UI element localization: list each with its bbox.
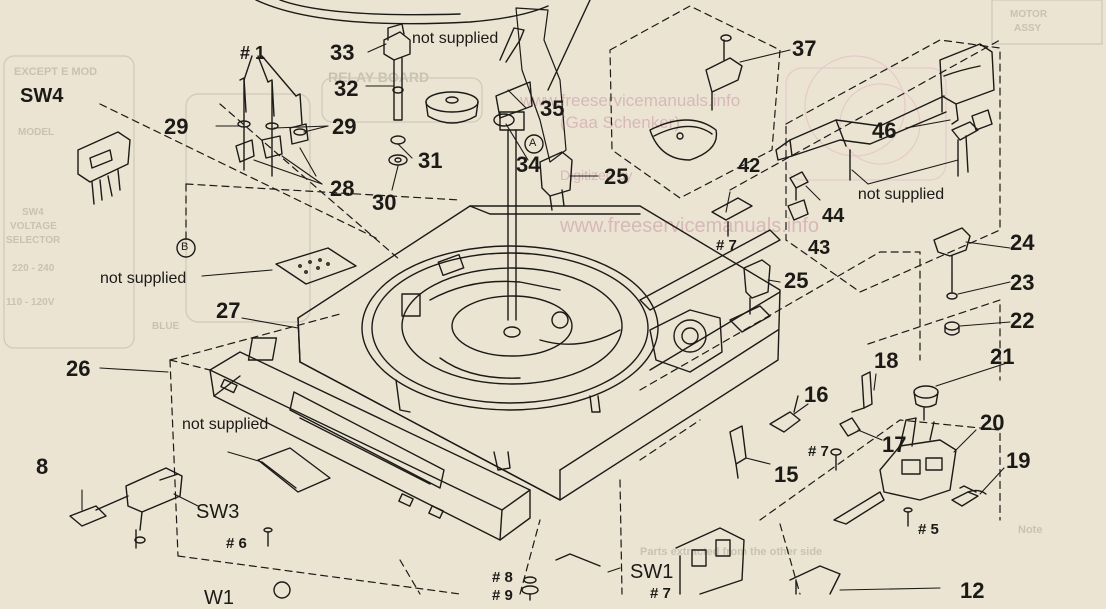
label-19: 19 (1006, 448, 1031, 473)
line-drawing (3, 0, 1103, 601)
label-27: 27 (216, 298, 241, 323)
part-12 (273, 565, 841, 599)
label-37: 37 (792, 36, 817, 61)
label-circle-b: B (181, 241, 189, 253)
ghost-model: MODEL (18, 127, 55, 138)
label-12: 12 (960, 578, 985, 603)
knob-21 (913, 385, 939, 421)
label-hash-6: # 6 (226, 535, 247, 552)
plate-not-supplied (275, 247, 357, 285)
circle-marker-a (524, 134, 544, 154)
watermark-mid: (Gaa Schenker) (560, 113, 680, 132)
label-30: 30 (372, 190, 397, 215)
label-w1: W1 (204, 587, 234, 609)
label-hash-7-a: # 7 (716, 237, 737, 254)
small-screws-5-7 (830, 448, 913, 527)
ghost-except: EXCEPT E MOD (14, 66, 98, 78)
watermark-top: www.freeservicemanuals.info (520, 91, 741, 110)
screw-6 (263, 527, 273, 547)
ghost-sw4: SW4 (22, 207, 44, 218)
label-sw1: SW1 (630, 561, 674, 583)
ghost-panels (3, 0, 1103, 349)
label-22: 22 (1010, 308, 1035, 333)
ghost-relay: RELAY BOARD (328, 69, 430, 85)
front-window-piece (257, 447, 331, 493)
label-25-upper: 25 (604, 164, 629, 189)
label-hash-5: # 5 (918, 521, 939, 538)
sw3-switch (69, 467, 183, 549)
label-21: 21 (990, 344, 1015, 369)
latch-25-lower (743, 259, 771, 315)
sw4-switch (77, 131, 131, 205)
ghost-motor: MOTOR (1010, 9, 1048, 20)
label-31: 31 (418, 148, 443, 173)
weight-disc (425, 91, 479, 124)
ghost-110: 110 - 120V (6, 297, 55, 308)
label-not-supplied-front: not supplied (182, 416, 269, 433)
label-circle-a: A (529, 137, 537, 149)
stack-22-24 (933, 227, 971, 336)
label-not-supplied-right: not supplied (857, 186, 945, 203)
label-hash-7-c: # 7 (650, 585, 671, 602)
label-42: 42 (738, 155, 761, 177)
label-26: 26 (66, 356, 91, 381)
label-29-right: 29 (332, 114, 357, 139)
label-32: 32 (334, 76, 359, 101)
label-sw4: SW4 (20, 85, 64, 107)
label-sw3: SW3 (196, 501, 240, 523)
ghost-blue: BLUE (152, 321, 180, 332)
watermark-mid2: Digitized by (560, 167, 633, 183)
label-28: 28 (330, 176, 355, 201)
label-23: 23 (1010, 270, 1035, 295)
washer-8-9 (521, 576, 539, 601)
label-35: 35 (540, 96, 565, 121)
levers-15-18 (729, 371, 873, 479)
label-17: 17 (882, 432, 907, 457)
label-hash-7-b: # 7 (808, 443, 829, 460)
ghost-note-line: Parts extracted from the other side (640, 546, 823, 558)
label-24: 24 (1010, 230, 1035, 255)
bracket-20 (833, 417, 957, 525)
label-43: 43 (808, 237, 831, 259)
label-not-supplied-left: not supplied (100, 270, 187, 287)
ghost-note: Note (1018, 524, 1043, 536)
spindle-shaft (493, 7, 567, 321)
label-15: 15 (774, 462, 799, 487)
label-18: 18 (874, 348, 899, 373)
label-29-left: 29 (164, 114, 189, 139)
label-not-supplied-top: not supplied (412, 30, 499, 47)
screw-19 (951, 485, 987, 507)
ghost-voltage: VOLTAGE (10, 221, 57, 232)
front-panel (209, 351, 531, 541)
leader-lines (81, 43, 1011, 591)
label-hash-8: # 8 (492, 569, 513, 586)
ghost-220: 220 - 240 (12, 263, 55, 274)
label-34: 34 (516, 152, 541, 177)
label-46: 46 (872, 118, 897, 143)
exploded-parts-diagram: MOTOR ASSY EXCEPT E MOD MODEL SW4 VOLTAG… (3, 0, 1103, 608)
plate-42 (711, 197, 753, 237)
spindle-parts-33-30 (383, 23, 411, 166)
sw1-switch (555, 527, 745, 595)
ghost-selector: SELECTOR (6, 235, 61, 246)
watermark-url: www.freeservicemanuals.info (560, 215, 819, 237)
parts-1-28-29 (235, 55, 309, 177)
label-44: 44 (822, 205, 845, 227)
ghost-assy: ASSY (1014, 23, 1042, 34)
latch-25-upper (539, 151, 573, 211)
label-8: 8 (36, 454, 49, 479)
parts-43-44 (787, 171, 809, 221)
main-chassis (247, 205, 781, 501)
label-16: 16 (804, 382, 829, 407)
label-hash-1: # 1 (240, 43, 266, 63)
label-25-lower: 25 (784, 268, 809, 293)
circle-marker-b (176, 238, 196, 258)
gear-37 (649, 34, 743, 161)
top-platter-arc (255, 0, 591, 91)
label-33: 33 (330, 40, 355, 65)
circled-markers (176, 134, 544, 258)
label-20: 20 (980, 410, 1005, 435)
label-hash-9: # 9 (492, 587, 513, 604)
